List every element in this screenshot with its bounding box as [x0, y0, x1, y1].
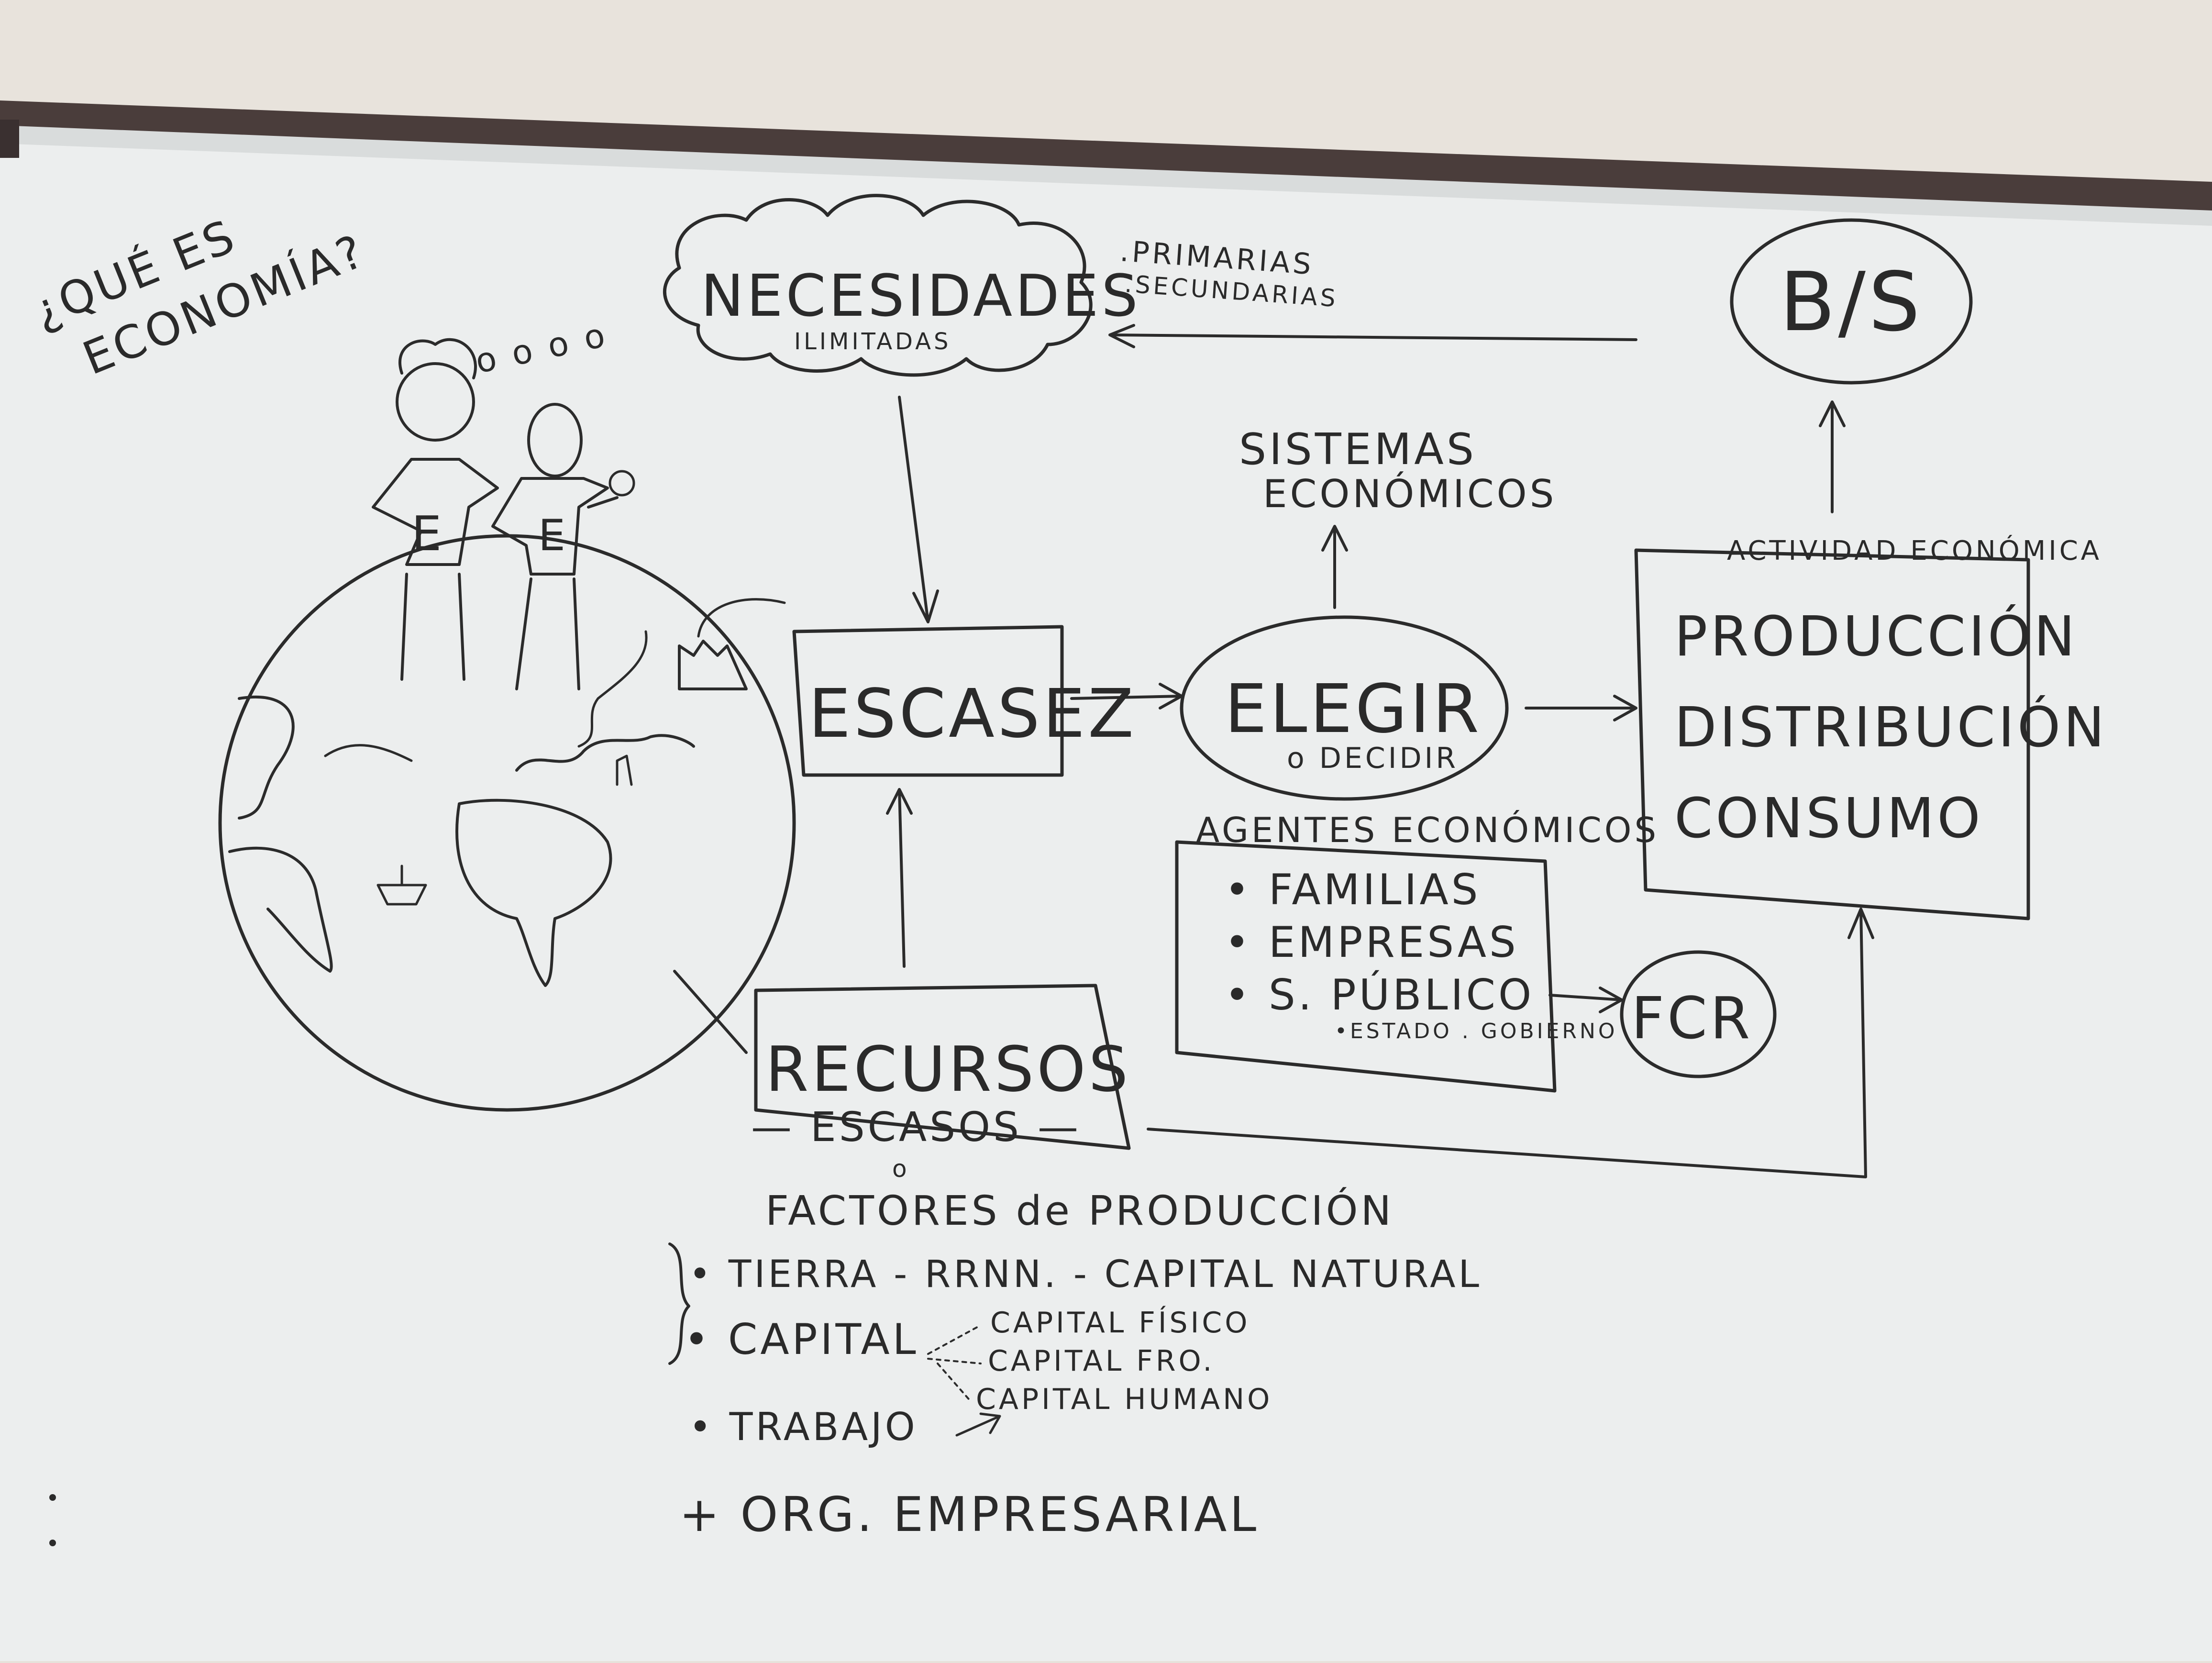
arrow-agents-to-fcr [1548, 987, 1623, 1013]
arrow-needs-to-scarcity [898, 396, 939, 623]
factors-item-labour: • TRABAJO [689, 1405, 918, 1449]
person-right: E [491, 403, 635, 690]
activity-item-production: PRODUCCIÓN [1674, 604, 2078, 669]
apple-drawing [608, 470, 635, 497]
capital-type-financial: CAPITAL FRO. [988, 1344, 1215, 1378]
agents-item-public-sector: • S. PÚBLICO [1225, 970, 1534, 1020]
shirt-letter-left: E [411, 506, 442, 562]
margin-dot [49, 1540, 56, 1546]
fcr-label: FCR [1631, 986, 1753, 1052]
factors-brace [668, 1242, 690, 1365]
needs-subtitle: ILIMITADAS [794, 328, 951, 355]
fcr-circle [1620, 950, 1777, 1078]
resources-title: RECURSOS [765, 1033, 1131, 1106]
tree-drawing [616, 754, 633, 786]
boat-drawing [376, 865, 427, 906]
factors-extra: + ORG. EMPRESARIAL [679, 1486, 1259, 1542]
resources-connector: o [892, 1155, 907, 1183]
wave-sea-creature [324, 744, 413, 762]
resources-subtitle: — ESCASOS — [751, 1104, 1081, 1151]
capital-type-human: CAPITAL HUMANO [976, 1383, 1272, 1416]
river-drawing [515, 734, 695, 772]
activity-item-distribution: DISTRIBUCIÓN [1674, 695, 2107, 760]
choose-label: ELEGIR [1225, 670, 1482, 748]
link-globe-to-resources [673, 970, 748, 1054]
factory-smoke [697, 598, 786, 638]
margin-dot [49, 1494, 56, 1501]
arrow-labour-to-human-capital [955, 1412, 1001, 1437]
agents-box [1175, 840, 1557, 1093]
agents-public-detail: •ESTADO . GOBIERNO [1335, 1019, 1618, 1043]
systems-line-1: SISTEMAS [1239, 424, 1477, 475]
continent-north-america [238, 695, 295, 820]
needs-title: NECESIDADES [701, 263, 1141, 330]
person-left: E [372, 338, 499, 681]
arrow-resources-to-activity [1147, 908, 1874, 1178]
arrow-choose-to-systems [1321, 525, 1348, 609]
arrow-resources-to-scarcity [886, 788, 913, 968]
board-clip [0, 120, 19, 158]
smoke-trail [577, 630, 648, 748]
agents-item-companies: • EMPRESAS [1225, 918, 1519, 967]
activity-header: ACTIVIDAD ECONÓMICA [1727, 535, 2102, 566]
systems-line-2: ECONÓMICOS [1263, 471, 1557, 516]
agents-item-families: • FAMILIAS [1225, 865, 1481, 914]
choose-ellipse [1180, 615, 1509, 801]
factors-title: FACTORES de PRODUCCIÓN [765, 1186, 1394, 1235]
goods-circle [1730, 218, 1973, 385]
shirt-letter-right: E [538, 510, 565, 561]
factors-item-land: • TIERRA - RRNN. - CAPITAL NATURAL [689, 1253, 1482, 1296]
activity-box [1634, 548, 2030, 920]
capital-branch-lines [927, 1324, 982, 1403]
goods-label: B/S [1780, 255, 1923, 350]
scarcity-box [792, 625, 1064, 777]
capital-type-physical: CAPITAL FÍSICO [990, 1305, 1250, 1340]
continent-africa [455, 798, 612, 987]
resources-box [754, 984, 1131, 1150]
arrow-choose-to-activity [1525, 695, 1637, 721]
arrow-activity-to-goods [1819, 400, 1846, 513]
factory-drawing [678, 640, 748, 690]
agents-title: AGENTES ECONÓMICOS [1196, 810, 1659, 850]
continent-south [228, 846, 333, 973]
activity-item-consumption: CONSUMO [1674, 787, 1983, 851]
arrow-goods-to-needs [1108, 324, 1637, 348]
needs-cloud [663, 194, 1093, 377]
choose-sublabel: o DECIDIR [1287, 742, 1459, 775]
factors-item-capital: • CAPITAL [684, 1315, 919, 1364]
scarcity-label: ESCASEZ [808, 675, 1137, 753]
board-surface [0, 144, 2212, 1661]
